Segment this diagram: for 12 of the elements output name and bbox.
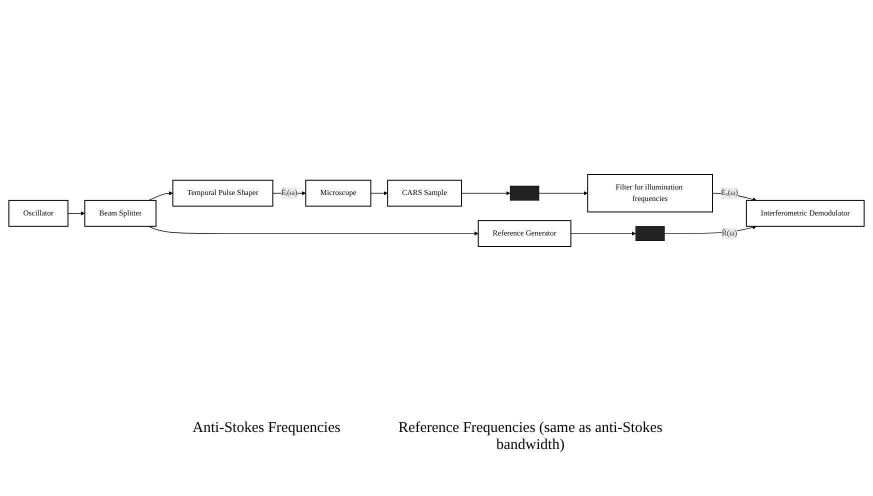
- arrow: [461, 190, 510, 195]
- note-text: Reference Frequencies (same as anti-Stokes bandwidth): [397, 420, 664, 454]
- note-text: Anti-Stokes Frequencies: [192, 420, 340, 438]
- arrow: [370, 190, 388, 195]
- arrow: [68, 210, 85, 215]
- arrow: [538, 190, 588, 195]
- arrow: [148, 225, 478, 236]
- arrow: [664, 224, 757, 234]
- node-bar: [635, 226, 665, 240]
- node-bar: [510, 185, 540, 200]
- arrow: [570, 230, 636, 236]
- arrow: [148, 190, 174, 200]
